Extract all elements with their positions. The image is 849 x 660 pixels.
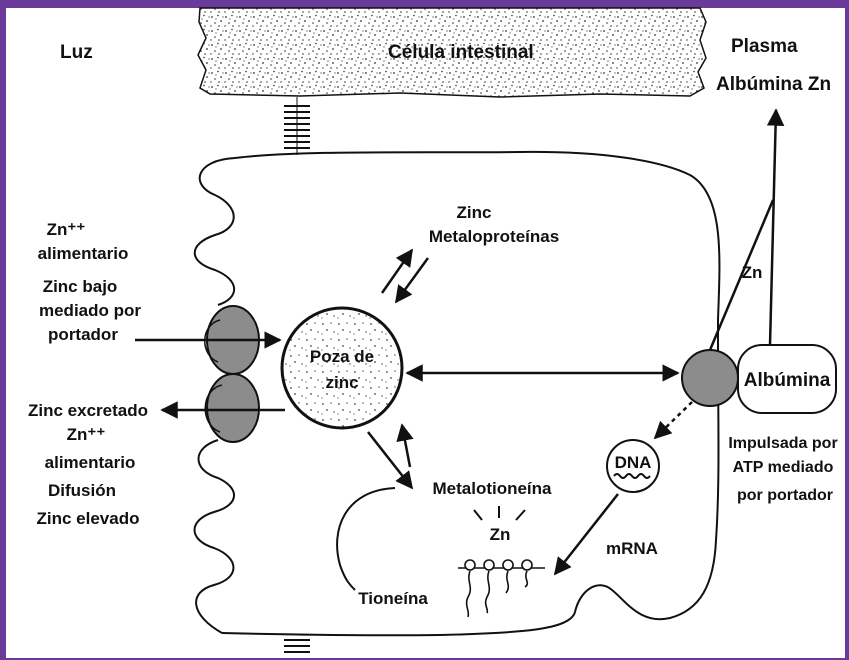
label-mediado-por: mediado por: [39, 301, 141, 320]
label-zn-alimentario-bottom: Zn⁺⁺: [67, 425, 106, 444]
label-albumina-zn: Albúmina Zn: [716, 74, 831, 95]
label-zn-ribosome: Zn: [490, 525, 511, 544]
label-mrna: mRNA: [606, 539, 658, 558]
label-luz: Luz: [60, 42, 93, 63]
label-zinc-pool: zinc: [325, 373, 358, 392]
label-alimentario-top: alimentario: [38, 244, 129, 263]
label-portador: portador: [48, 325, 118, 344]
label-poza-de: Poza de: [310, 347, 374, 366]
label-metalotioneina: Metalotioneína: [432, 479, 552, 498]
label-tioneina: Tioneína: [358, 589, 428, 608]
label-atp-mediado: ATP mediado: [733, 459, 834, 476]
zinc-pool: [282, 308, 402, 428]
label-dna: DNA: [615, 453, 652, 472]
diagram-background: [6, 8, 845, 658]
label-plasma: Plasma: [731, 36, 798, 57]
label-celula-intestinal: Célula intestinal: [388, 42, 534, 63]
label-impulsada-por: Impulsada por: [728, 435, 837, 452]
apical-carrier-lower: [205, 374, 259, 442]
label-zinc-excretado: Zinc excretado: [28, 401, 148, 420]
label-albumina: Albúmina: [744, 370, 831, 391]
label-zn-alimentario-top: Zn⁺⁺: [47, 220, 86, 239]
label-zinc-bajo: Zinc bajo: [43, 277, 118, 296]
label-difusion: Difusión: [48, 481, 116, 500]
label-alimentario-bottom: alimentario: [45, 453, 136, 472]
label-zn-right: Zn: [742, 263, 763, 282]
basolateral-carrier: [682, 350, 738, 406]
label-zinc-elevado: Zinc elevado: [37, 509, 140, 528]
label-metaloproteinas: Metaloproteínas: [429, 227, 559, 246]
label-por-portador: por portador: [737, 487, 833, 504]
label-zinc: Zinc: [457, 203, 492, 222]
